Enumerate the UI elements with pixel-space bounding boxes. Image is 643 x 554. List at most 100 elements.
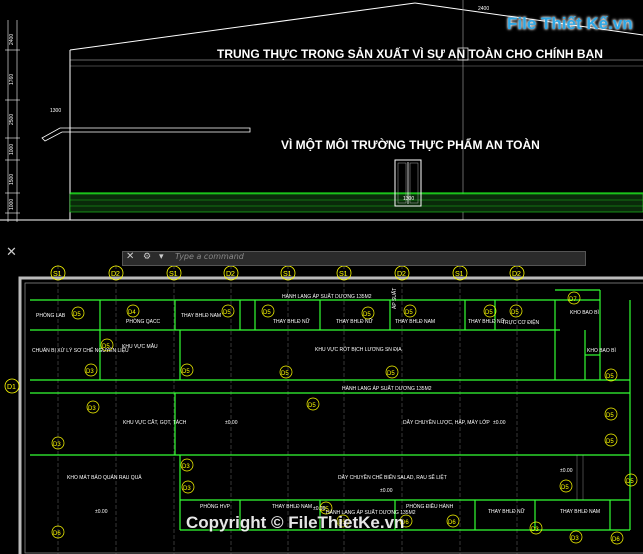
- level-mark: ±0.00: [380, 488, 393, 494]
- close-icon[interactable]: ✕: [6, 245, 17, 260]
- door-tag: D5: [483, 304, 497, 318]
- site-logo: File Thiết Kế.vn: [507, 14, 633, 33]
- svg-text:D5: D5: [511, 310, 519, 316]
- svg-text:D3: D3: [86, 369, 94, 375]
- room-label: CHUẨN BỊ XỬ LÝ SƠ CHẾ NGUYÊN LIỆU: [32, 346, 129, 354]
- room-label: THAY BHLĐ NỮ: [488, 508, 526, 515]
- door-tag: D3: [84, 363, 98, 377]
- dim-left-5: 1000: [9, 199, 15, 210]
- svg-text:D3: D3: [53, 442, 61, 448]
- svg-text:D2: D2: [111, 271, 120, 278]
- svg-text:D4: D4: [128, 310, 136, 316]
- axis-tag: S1: [280, 265, 296, 281]
- door-tag: D3: [51, 436, 65, 450]
- svg-text:D5: D5: [626, 479, 634, 485]
- command-input[interactable]: Type a command: [175, 252, 244, 261]
- svg-text:D3: D3: [88, 406, 96, 412]
- door-tag: D5: [336, 514, 350, 528]
- svg-text:D5: D5: [223, 310, 231, 316]
- door-tag: D5: [403, 304, 417, 318]
- svg-text:D5: D5: [363, 312, 371, 318]
- door-tag: D5: [604, 368, 618, 382]
- svg-text:D2: D2: [397, 271, 406, 278]
- copyright-watermark: Copyright © FileThietKe.vn: [186, 513, 405, 532]
- room-label: PHÒNG ĐIỀU HÀNH: [406, 503, 454, 510]
- svg-text:D5: D5: [606, 374, 614, 380]
- svg-text:D6: D6: [612, 537, 620, 543]
- svg-text:D2: D2: [226, 271, 235, 278]
- svg-text:D3: D3: [183, 486, 191, 492]
- axis-tag: D2: [394, 265, 410, 281]
- svg-text:D5: D5: [338, 520, 346, 526]
- command-bar[interactable]: ✕ ⚙ ▾ Type a command: [122, 251, 586, 266]
- room-label: THAY BHLĐ NAM: [395, 319, 435, 325]
- svg-text:D3: D3: [531, 527, 539, 533]
- door-tag: D3: [181, 480, 195, 494]
- svg-text:D5: D5: [308, 403, 316, 409]
- door-tag: D5: [509, 304, 523, 318]
- door-tag: D3: [180, 458, 194, 472]
- door-tag: D6: [610, 531, 624, 545]
- door-tag: D5: [604, 407, 618, 421]
- door-tag: D5: [319, 501, 333, 515]
- svg-text:S1: S1: [169, 271, 178, 278]
- level-mark: ±0.00: [313, 506, 326, 512]
- banner-top: TRUNG THỰC TRONG SẢN XUẤT VÌ SỰ AN TOÀN …: [217, 47, 603, 61]
- room-label: ÁP SUẤT: [391, 288, 398, 309]
- svg-text:D5: D5: [321, 507, 329, 513]
- svg-text:D5: D5: [606, 439, 614, 445]
- wrench-icon[interactable]: ⚙: [143, 252, 152, 262]
- room-label: KHU VỰC CẮT, GỌT, TÁCH: [123, 418, 187, 426]
- svg-text:D6: D6: [53, 531, 61, 537]
- axis-tag: D2: [223, 265, 239, 281]
- svg-text:D5: D5: [387, 371, 395, 377]
- room-label: THAY BHLĐ NỮ: [273, 318, 311, 325]
- svg-text:D5: D5: [263, 310, 271, 316]
- door-tag: D5: [221, 304, 235, 318]
- svg-text:D7: D7: [569, 297, 577, 303]
- door-tag: D6: [51, 525, 65, 539]
- close-icon[interactable]: ✕: [126, 251, 135, 262]
- door-tag: D5: [180, 363, 194, 377]
- dim-left-0: 2400: [9, 34, 15, 45]
- room-label: THAY BHLĐ NỮ: [336, 318, 374, 325]
- svg-text:D5: D5: [561, 485, 569, 491]
- room-label: HÀNH LANG ÁP SUẤT DƯƠNG 135M2: [326, 509, 416, 516]
- door-tag: D5: [624, 473, 638, 487]
- svg-text:D6: D6: [448, 520, 456, 526]
- axis-tag: S1: [336, 265, 352, 281]
- door-tag: D6: [446, 514, 460, 528]
- door-tag: D6: [399, 514, 413, 528]
- svg-text:S1: S1: [283, 271, 292, 278]
- svg-text:D3: D3: [182, 464, 190, 470]
- dropdown-icon[interactable]: ▾: [159, 252, 164, 262]
- axis-tag: S1: [166, 265, 182, 281]
- dim-left-4: 1500: [9, 174, 15, 185]
- door-tag: D3: [86, 400, 100, 414]
- dim-left-1: 1760: [9, 74, 15, 85]
- room-label: THAY BHLĐ NAM: [181, 313, 221, 319]
- room-label: THAY BHLĐ NAM: [560, 509, 600, 515]
- room-label: HÀNH LANG ÁP SUẤT DƯƠNG 135M2: [342, 385, 432, 392]
- svg-text:D5: D5: [405, 310, 413, 316]
- svg-text:D6: D6: [401, 520, 409, 526]
- svg-text:S1: S1: [339, 271, 348, 278]
- dim-left-2: 2500: [9, 114, 15, 125]
- door-tag: D3: [569, 530, 583, 544]
- svg-text:D2: D2: [512, 271, 521, 278]
- door-tag: D5: [100, 338, 114, 352]
- axis-tag: S1: [452, 265, 468, 281]
- level-mark: ±0.00: [560, 468, 573, 474]
- banner-mid: VÌ MỘT MÔI TRƯỜNG THỰC PHẨM AN TOÀN: [281, 138, 540, 152]
- door-dim: 1300: [403, 196, 414, 202]
- room-label: KHO MÁT BẢO QUẢN RAU QUẢ: [67, 474, 142, 481]
- dim-left-3: 1000: [9, 144, 15, 155]
- axis-tag: D1: [4, 378, 20, 394]
- room-label: KHU VỰC RÓT BỊCH LƯƠNG SN ĐỊA: [315, 346, 402, 353]
- top-right-dim: 2400: [478, 6, 489, 12]
- door-tag: D5: [261, 304, 275, 318]
- door-tag: D7: [567, 291, 581, 305]
- room-label: PHÒNG LAB: [36, 312, 66, 319]
